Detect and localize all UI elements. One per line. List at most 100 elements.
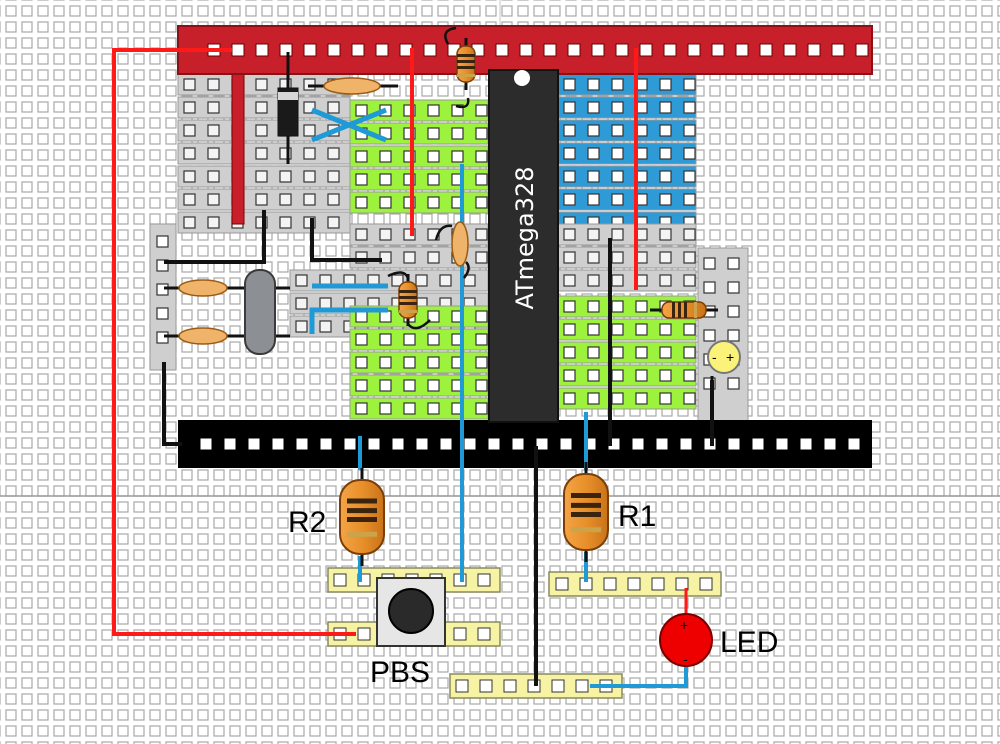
strip-hole	[427, 104, 440, 117]
strip-hole	[207, 101, 220, 114]
power-rail-hole	[375, 43, 389, 57]
yellow-strip-hole	[453, 627, 467, 641]
strip-hole	[379, 228, 392, 241]
strip-hole	[683, 78, 696, 91]
strip-hole	[379, 333, 392, 346]
strip-hole	[355, 196, 368, 209]
power-rail-hole	[279, 43, 293, 57]
resistor-lead	[444, 26, 470, 109]
power-rail-hole	[303, 43, 317, 57]
blue-strip	[557, 142, 697, 165]
strip-hole	[183, 101, 196, 114]
strip-hole	[255, 101, 268, 114]
strip-hole	[563, 392, 576, 405]
power-rail-hole	[231, 43, 245, 57]
green-strip	[557, 364, 697, 387]
strip-hole	[255, 78, 268, 91]
ground-rail-hole	[295, 437, 309, 451]
strip-hole	[355, 173, 368, 186]
ceramic-capacitor-vertical	[434, 221, 470, 279]
blue-strip	[557, 96, 697, 119]
strip-hole	[183, 147, 196, 160]
strip-hole	[683, 251, 696, 264]
strip-hole	[403, 127, 416, 140]
power-rail-hole	[735, 43, 749, 57]
strip-hole	[475, 150, 488, 163]
strip-hole	[635, 392, 648, 405]
strip-hole	[611, 274, 624, 287]
strip-hole	[611, 147, 624, 160]
green-strip	[557, 318, 697, 341]
strip-hole	[403, 173, 416, 186]
strip-hole	[303, 101, 316, 114]
led-minus-sign: -	[683, 651, 688, 667]
ground-rail-hole	[655, 437, 669, 451]
strip-hole	[156, 307, 169, 320]
ground-rail-hole	[487, 437, 501, 451]
strip-hole	[587, 101, 600, 114]
resistor	[563, 462, 609, 562]
ground-rail-hole	[463, 437, 477, 451]
strip-hole	[611, 346, 624, 359]
power-rail-hole	[423, 43, 437, 57]
strip-hole	[587, 251, 600, 264]
strip-hole	[403, 402, 416, 415]
strip-hole	[683, 124, 696, 137]
power-rail-hole	[807, 43, 821, 57]
yellow-strip-hole	[627, 577, 641, 591]
strip-hole	[587, 147, 600, 160]
yellow-strip-hole	[651, 577, 665, 591]
strip-hole	[427, 150, 440, 163]
strip-hole	[255, 193, 268, 206]
strip-hole	[379, 379, 392, 392]
strip-hole	[403, 228, 416, 241]
strip-hole	[295, 274, 308, 287]
diode	[277, 52, 299, 164]
strip-hole	[659, 124, 672, 137]
board-resistors	[387, 26, 718, 330]
strip-hole	[355, 333, 368, 346]
strip-hole	[255, 124, 268, 137]
strip-hole	[727, 257, 740, 270]
led-label: LED	[720, 626, 778, 659]
jumper-wires	[112, 48, 714, 688]
atmega328-chip: ATmega328	[488, 69, 559, 423]
strip-hole	[295, 320, 308, 333]
strip-hole	[683, 323, 696, 336]
green-strip	[349, 397, 489, 420]
strip-hole	[659, 170, 672, 183]
strip-hole	[563, 193, 576, 206]
gray-strip	[557, 269, 697, 292]
strip-hole	[207, 193, 220, 206]
power-rail-hole	[519, 43, 533, 57]
small-resistor	[398, 274, 418, 326]
ground-rail-hole	[199, 437, 213, 451]
strip-hole	[327, 147, 340, 160]
ground-rail-hole	[775, 437, 789, 451]
green-strip	[349, 145, 489, 168]
strip-hole	[563, 274, 576, 287]
ground-rail-hole	[367, 437, 381, 451]
yellow-strip-hole	[575, 679, 589, 693]
strip-hole	[683, 369, 696, 382]
green-strip	[557, 341, 697, 364]
strip-hole	[727, 281, 740, 294]
strip-hole	[355, 310, 368, 323]
strip-hole	[563, 346, 576, 359]
power-rail-hole	[855, 43, 869, 57]
strip-hole	[279, 170, 292, 183]
yellow-strip-hole	[555, 577, 569, 591]
blue-strip	[557, 165, 697, 188]
strip-hole	[355, 402, 368, 415]
strip-hole	[563, 369, 576, 382]
strip-hole	[379, 150, 392, 163]
strip-hole	[659, 193, 672, 206]
strip-hole	[683, 392, 696, 405]
ground-rail	[178, 420, 872, 468]
small-resistor	[456, 38, 476, 90]
strip-hole	[355, 251, 368, 264]
strip-hole	[587, 300, 600, 313]
small-resistor	[650, 301, 718, 319]
power-rail-hole	[255, 43, 269, 57]
power-rail-hole	[831, 43, 845, 57]
